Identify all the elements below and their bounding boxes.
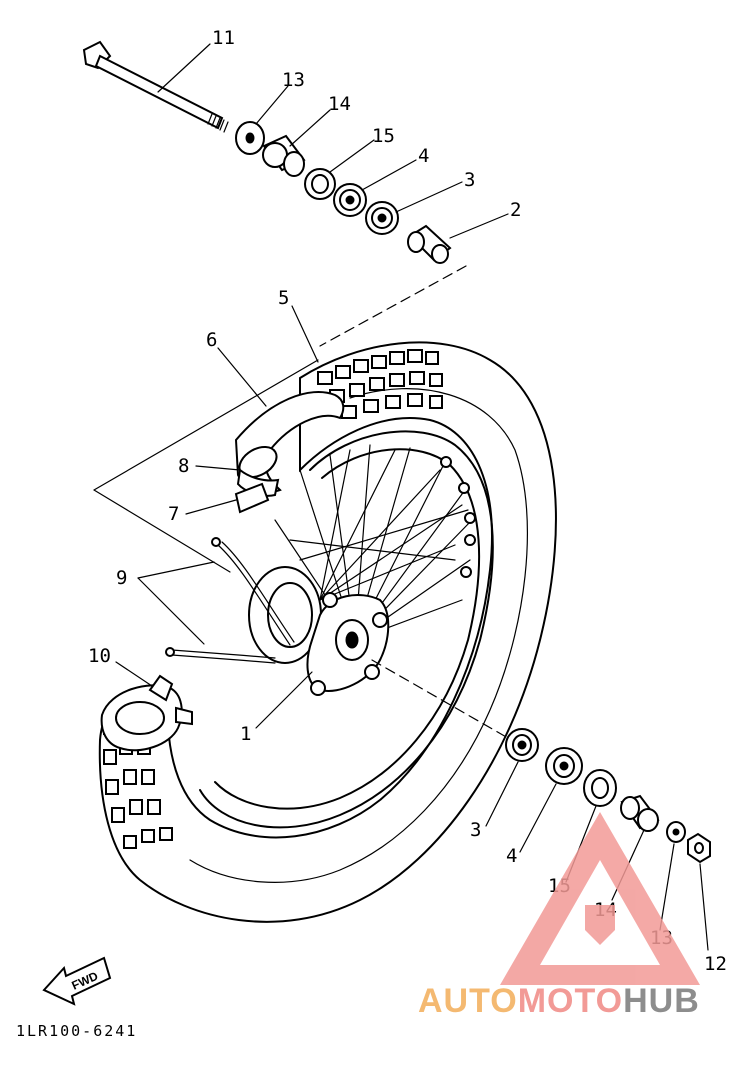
- callout-1: 1: [240, 723, 251, 745]
- callout-5: 5: [278, 287, 289, 309]
- spacer-2: [407, 224, 452, 264]
- speedometer-cable: [165, 537, 295, 664]
- callout-7: 7: [168, 503, 179, 525]
- callout-14-top: 14: [328, 93, 351, 115]
- callout-13-top: 13: [282, 69, 305, 91]
- automotohub-logo-icon: [500, 812, 700, 985]
- bearing-bottom-3: [505, 728, 539, 762]
- axle: [82, 40, 229, 133]
- collar-washer-top: [235, 121, 265, 155]
- spoke-nipples: [440, 456, 476, 578]
- callout-6: 6: [206, 329, 217, 351]
- spacer-top: [262, 134, 306, 177]
- axle-nut: [687, 832, 711, 864]
- callout-3-top: 3: [464, 169, 475, 191]
- callout-3-bottom: 3: [470, 819, 481, 841]
- callout-labels: 11 13 14 15 4 3 2 5 6 8 7 9 10 1 3 4 15 …: [88, 27, 727, 975]
- spacer-bottom: [620, 794, 660, 832]
- callout-11: 11: [212, 27, 235, 49]
- oil-seal-bottom: [583, 769, 617, 807]
- callout-4-bottom: 4: [506, 845, 517, 867]
- diagram-part-number: 1LR100-6241: [16, 1022, 137, 1040]
- automotohub-watermark: AUTOMOTOHUB: [418, 812, 700, 1020]
- washer-bottom: [666, 821, 686, 843]
- watermark-auto: AUTO: [418, 982, 518, 1020]
- axle-thread: [207, 113, 229, 133]
- callout-8: 8: [178, 455, 189, 477]
- callout-2: 2: [510, 199, 521, 221]
- svg-text:AUTOMOTOHUB: AUTOMOTOHUB: [418, 982, 700, 1020]
- watermark-hub: HUB: [623, 982, 700, 1020]
- leader-lines: [93, 43, 709, 951]
- speedometer-gear-unit: [100, 674, 193, 752]
- watermark-moto: MOTO: [518, 982, 623, 1020]
- bearing-top-3: [365, 201, 399, 235]
- callout-12: 12: [704, 953, 727, 975]
- hub: [248, 566, 390, 696]
- fwd-arrow: FWD: [42, 956, 112, 1006]
- bearing-bottom-4: [545, 747, 583, 785]
- tube-and-rim-band: [234, 391, 345, 514]
- callout-15-top: 15: [372, 125, 395, 147]
- oil-seal-top: [304, 168, 336, 200]
- callout-10: 10: [88, 645, 111, 667]
- callout-4-top: 4: [418, 145, 429, 167]
- tread-pattern-top: [317, 349, 443, 419]
- callout-9: 9: [116, 567, 127, 589]
- bearing-top-4: [333, 183, 367, 217]
